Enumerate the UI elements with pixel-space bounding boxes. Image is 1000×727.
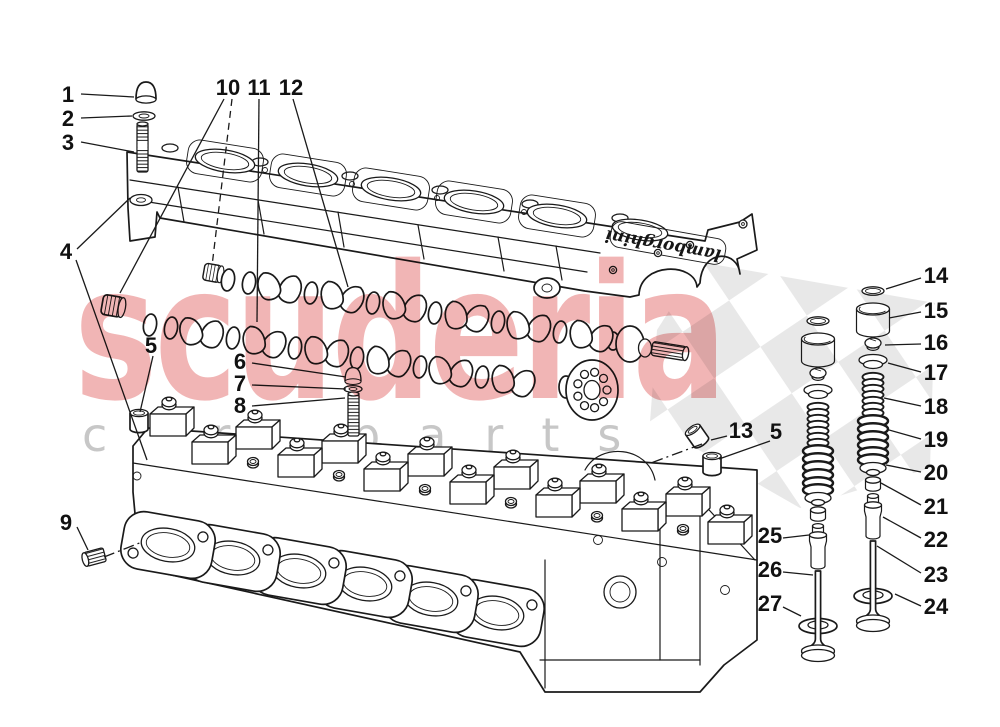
callout-10-3[interactable]: 10 — [216, 75, 240, 100]
callout-7-9[interactable]: 7 — [234, 371, 246, 396]
leader-line-3 — [80, 141, 135, 153]
callout-17-17[interactable]: 17 — [924, 360, 948, 385]
washer-7 — [343, 384, 363, 394]
callout-8-10[interactable]: 8 — [234, 393, 246, 418]
leader-line-17 — [887, 362, 922, 373]
leader-line-5 — [718, 440, 771, 460]
leader-line-9 — [76, 526, 89, 551]
leader-line-10 — [119, 98, 225, 294]
leader-line-4 — [75, 259, 148, 461]
callout-15-15[interactable]: 15 — [924, 298, 948, 323]
callout-3-2[interactable]: 3 — [62, 130, 74, 155]
camshaft-rear — [219, 267, 690, 363]
leader-line-6 — [251, 362, 347, 378]
leader-line-27 — [782, 606, 802, 617]
stud-8 — [347, 391, 360, 437]
callout-20-20[interactable]: 20 — [924, 460, 948, 485]
callout-11-4[interactable]: 11 — [247, 75, 270, 100]
leader-line-8 — [251, 397, 346, 407]
cap-nut-6 — [344, 366, 362, 386]
callout-19-19[interactable]: 19 — [924, 427, 948, 452]
callout-26-26[interactable]: 26 — [758, 557, 782, 582]
cam-end-plug-front — [99, 293, 128, 319]
leader-line-25 — [782, 534, 810, 539]
leader-line-20 — [885, 464, 922, 473]
callout-13-12[interactable]: 13 — [729, 418, 753, 443]
leader-line-1 — [80, 93, 135, 98]
stud-3 — [136, 121, 149, 173]
callout-6-8[interactable]: 6 — [234, 349, 246, 374]
cylinder-head — [119, 396, 758, 693]
valve-cover: lamborghini — [126, 139, 758, 299]
callout-9-11[interactable]: 9 — [60, 510, 72, 535]
callout-12-5[interactable]: 12 — [279, 75, 303, 100]
threaded-plug-9 — [81, 547, 107, 568]
leader-line-13 — [650, 443, 703, 464]
callout-5-7[interactable]: 5 — [145, 333, 157, 358]
leader-line-16 — [884, 343, 922, 346]
callout-25-25[interactable]: 25 — [758, 523, 782, 548]
leader-line-12 — [292, 98, 349, 288]
leader-line-10 — [211, 98, 233, 267]
exhaust-ports — [119, 510, 546, 648]
leader-line-2 — [80, 115, 133, 119]
callout-16-16[interactable]: 16 — [924, 330, 948, 355]
callout-21-21[interactable]: 21 — [924, 494, 948, 519]
leader-line-23 — [876, 545, 922, 574]
leader-line-21 — [880, 482, 922, 506]
leader-line-11 — [256, 98, 260, 323]
leader-line-14 — [885, 277, 922, 290]
leader-line-13 — [710, 435, 728, 441]
leader-line-22 — [882, 516, 922, 539]
cup-plug-5-right — [702, 451, 722, 477]
camshaft-front — [141, 312, 619, 421]
leader-line-26 — [782, 571, 814, 576]
callout-24-24[interactable]: 24 — [924, 594, 949, 619]
leader-line-18 — [883, 397, 922, 407]
leader-line-4 — [76, 197, 131, 250]
callout-4-6[interactable]: 4 — [60, 239, 73, 264]
leader-line-9 — [103, 541, 143, 558]
callout-14-14[interactable]: 14 — [924, 263, 949, 288]
callout-18-18[interactable]: 18 — [924, 394, 948, 419]
callout-23-23[interactable]: 23 — [924, 562, 948, 587]
callout-5-13[interactable]: 5 — [770, 419, 782, 444]
callout-2-1[interactable]: 2 — [62, 106, 74, 131]
callout-22-22[interactable]: 22 — [924, 527, 948, 552]
washer-2 — [132, 111, 156, 121]
leader-line-24 — [894, 593, 922, 607]
spark-plug-openings — [186, 139, 669, 242]
callout-27-27[interactable]: 27 — [758, 591, 782, 616]
leader-line-7 — [251, 384, 347, 390]
leader-line-5 — [139, 355, 154, 413]
callout-1-0[interactable]: 1 — [62, 82, 74, 107]
leader-line-15 — [888, 311, 922, 319]
cap-nut-1 — [135, 81, 157, 104]
leader-line-19 — [888, 429, 922, 440]
